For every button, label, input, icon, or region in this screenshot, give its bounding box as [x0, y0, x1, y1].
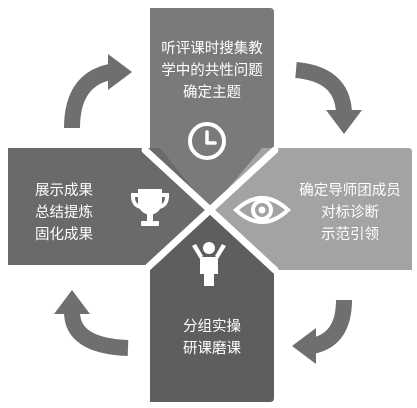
- panel-left: [8, 148, 210, 265]
- person-icon: [192, 242, 226, 286]
- step-bottom-text: 分组实操 研课磨课: [150, 316, 274, 360]
- panel-bottom: [150, 210, 274, 402]
- flow-arrow-bottom-right: [292, 299, 352, 364]
- step-left-line-3: 固化成果: [35, 227, 93, 243]
- step-right-line-2: 对标诊断: [321, 205, 379, 221]
- flow-arrow-top-right: [295, 62, 362, 134]
- step-left-text: 展示成果 总结提炼 固化成果: [12, 180, 116, 246]
- clock-icon: [188, 122, 226, 160]
- step-left-line-1: 展示成果: [35, 183, 93, 199]
- step-top-line-2: 学中的共性问题: [161, 63, 263, 79]
- step-top-line-1: 听评课时搜集教: [161, 41, 263, 57]
- step-top-line-3: 确定主题: [183, 85, 241, 101]
- step-right-text: 确定导师团成员 对标诊断 示范引领: [290, 180, 410, 246]
- step-bottom-line-2: 研课磨课: [183, 341, 241, 357]
- step-bottom-line-1: 分组实操: [183, 319, 241, 335]
- step-left-line-2: 总结提炼: [35, 205, 93, 221]
- panel-right: [210, 148, 412, 270]
- step-right-line-1: 确定导师团成员: [299, 183, 401, 199]
- flow-arrow-bottom-left: [54, 290, 129, 356]
- center-cross: [141, 146, 279, 274]
- trophy-icon: [130, 189, 170, 226]
- eye-icon: [233, 196, 291, 224]
- flow-arrow-top-left: [64, 54, 132, 129]
- panel-top: [150, 8, 274, 210]
- step-top-text: 听评课时搜集教 学中的共性问题 确定主题: [150, 38, 274, 104]
- step-right-line-3: 示范引领: [321, 227, 379, 243]
